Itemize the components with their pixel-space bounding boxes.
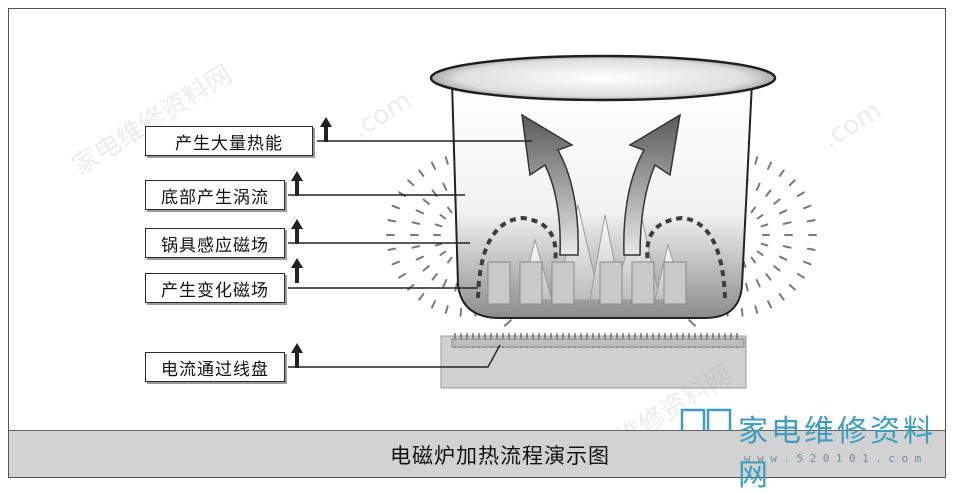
- field-line-dash: [411, 221, 421, 225]
- field-line-dash: [806, 219, 816, 223]
- field-line-dash: [778, 169, 785, 177]
- field-line-dash: [760, 223, 769, 228]
- field-line-dash: [442, 279, 448, 288]
- field-line-dash: [434, 242, 443, 247]
- field-line-dash: [740, 307, 744, 317]
- field-line-dash: [431, 273, 438, 281]
- field-line-dash: [387, 219, 397, 223]
- field-line-dash: [454, 282, 458, 292]
- field-line-dash: [407, 283, 415, 291]
- pot-bottom-blocks: [487, 261, 687, 305]
- field-line-dash: [422, 265, 430, 272]
- field-line-dash: [803, 260, 812, 266]
- eddy-current-swirls: [476, 215, 727, 299]
- field-line-dash: [391, 204, 400, 210]
- field-line-dash: [803, 204, 812, 210]
- field-line-dash: [796, 273, 805, 279]
- field-line-dash: [418, 169, 425, 177]
- field-line-dash: [447, 206, 453, 214]
- field-line-dash: [387, 247, 397, 251]
- field-line-dash: [765, 189, 772, 197]
- field-line-dash: [415, 255, 424, 261]
- brand-name[interactable]: 家电维修资料网: [738, 414, 936, 493]
- field-line-dash: [415, 209, 424, 215]
- field-line-dash: [767, 161, 773, 170]
- field-line-dash: [788, 179, 796, 187]
- field-line-dash: [782, 221, 792, 225]
- label-eddy-current: 底部产生涡流: [145, 180, 285, 210]
- field-line-dash: [422, 198, 430, 205]
- field-line-dash: [407, 179, 415, 187]
- field-line-dash: [745, 282, 749, 292]
- field-line-dash: [439, 250, 447, 256]
- field-line-dash: [444, 156, 449, 165]
- label-heat-energy: 产生大量热能: [145, 126, 313, 156]
- field-line-dash: [411, 245, 421, 249]
- field-line-dash: [391, 260, 400, 266]
- up-arrow-icons: [291, 117, 332, 368]
- label-induced-field: 锅具感应磁场: [145, 228, 285, 258]
- field-line-dash: [503, 319, 512, 327]
- brand-url[interactable]: www.520101.com: [744, 452, 928, 465]
- field-line-dash: [782, 245, 792, 249]
- field-line-dash: [767, 300, 773, 309]
- field-line-dash: [688, 319, 697, 327]
- field-line-dash: [754, 305, 759, 314]
- field-line-dash: [459, 307, 463, 317]
- field-line-dash: [773, 198, 781, 205]
- field-line-dash: [434, 223, 443, 228]
- field-line-dash: [398, 273, 407, 279]
- field-line-dash: [773, 265, 781, 272]
- field-line-dash: [430, 161, 436, 170]
- coil-strip: [451, 338, 745, 348]
- heat-arrows: [521, 113, 682, 256]
- field-line-dash: [439, 214, 447, 220]
- field-line-dash: [755, 279, 761, 288]
- field-line-dash: [444, 305, 449, 314]
- field-line-dash: [756, 250, 764, 256]
- field-line-dash: [442, 182, 448, 191]
- field-line-dash: [778, 293, 785, 301]
- field-line-dash: [796, 191, 805, 197]
- diagram-caption: 电磁炉加热流程演示图: [390, 444, 610, 468]
- field-line-dash: [806, 247, 816, 251]
- caption-bar: [9, 430, 945, 477]
- field-line-dash: [754, 156, 759, 165]
- field-line-dash: [779, 209, 788, 215]
- field-line-dash: [418, 293, 425, 301]
- field-line-dash: [779, 255, 788, 261]
- field-line-dash: [760, 242, 769, 247]
- field-line-dash: [788, 283, 796, 291]
- field-line-dash: [750, 206, 756, 214]
- field-line-dash: [750, 256, 756, 264]
- pot-rim: [429, 54, 777, 102]
- field-line-dash: [430, 300, 436, 309]
- label-changing-field: 产生变化磁场: [145, 273, 285, 303]
- field-line-dash: [755, 182, 761, 191]
- field-line-dash: [447, 256, 453, 264]
- leader-lines: [288, 140, 532, 368]
- label-coil-current: 电流通过线盘: [145, 352, 285, 382]
- field-line-dash: [765, 273, 772, 281]
- field-line-dash: [756, 214, 764, 220]
